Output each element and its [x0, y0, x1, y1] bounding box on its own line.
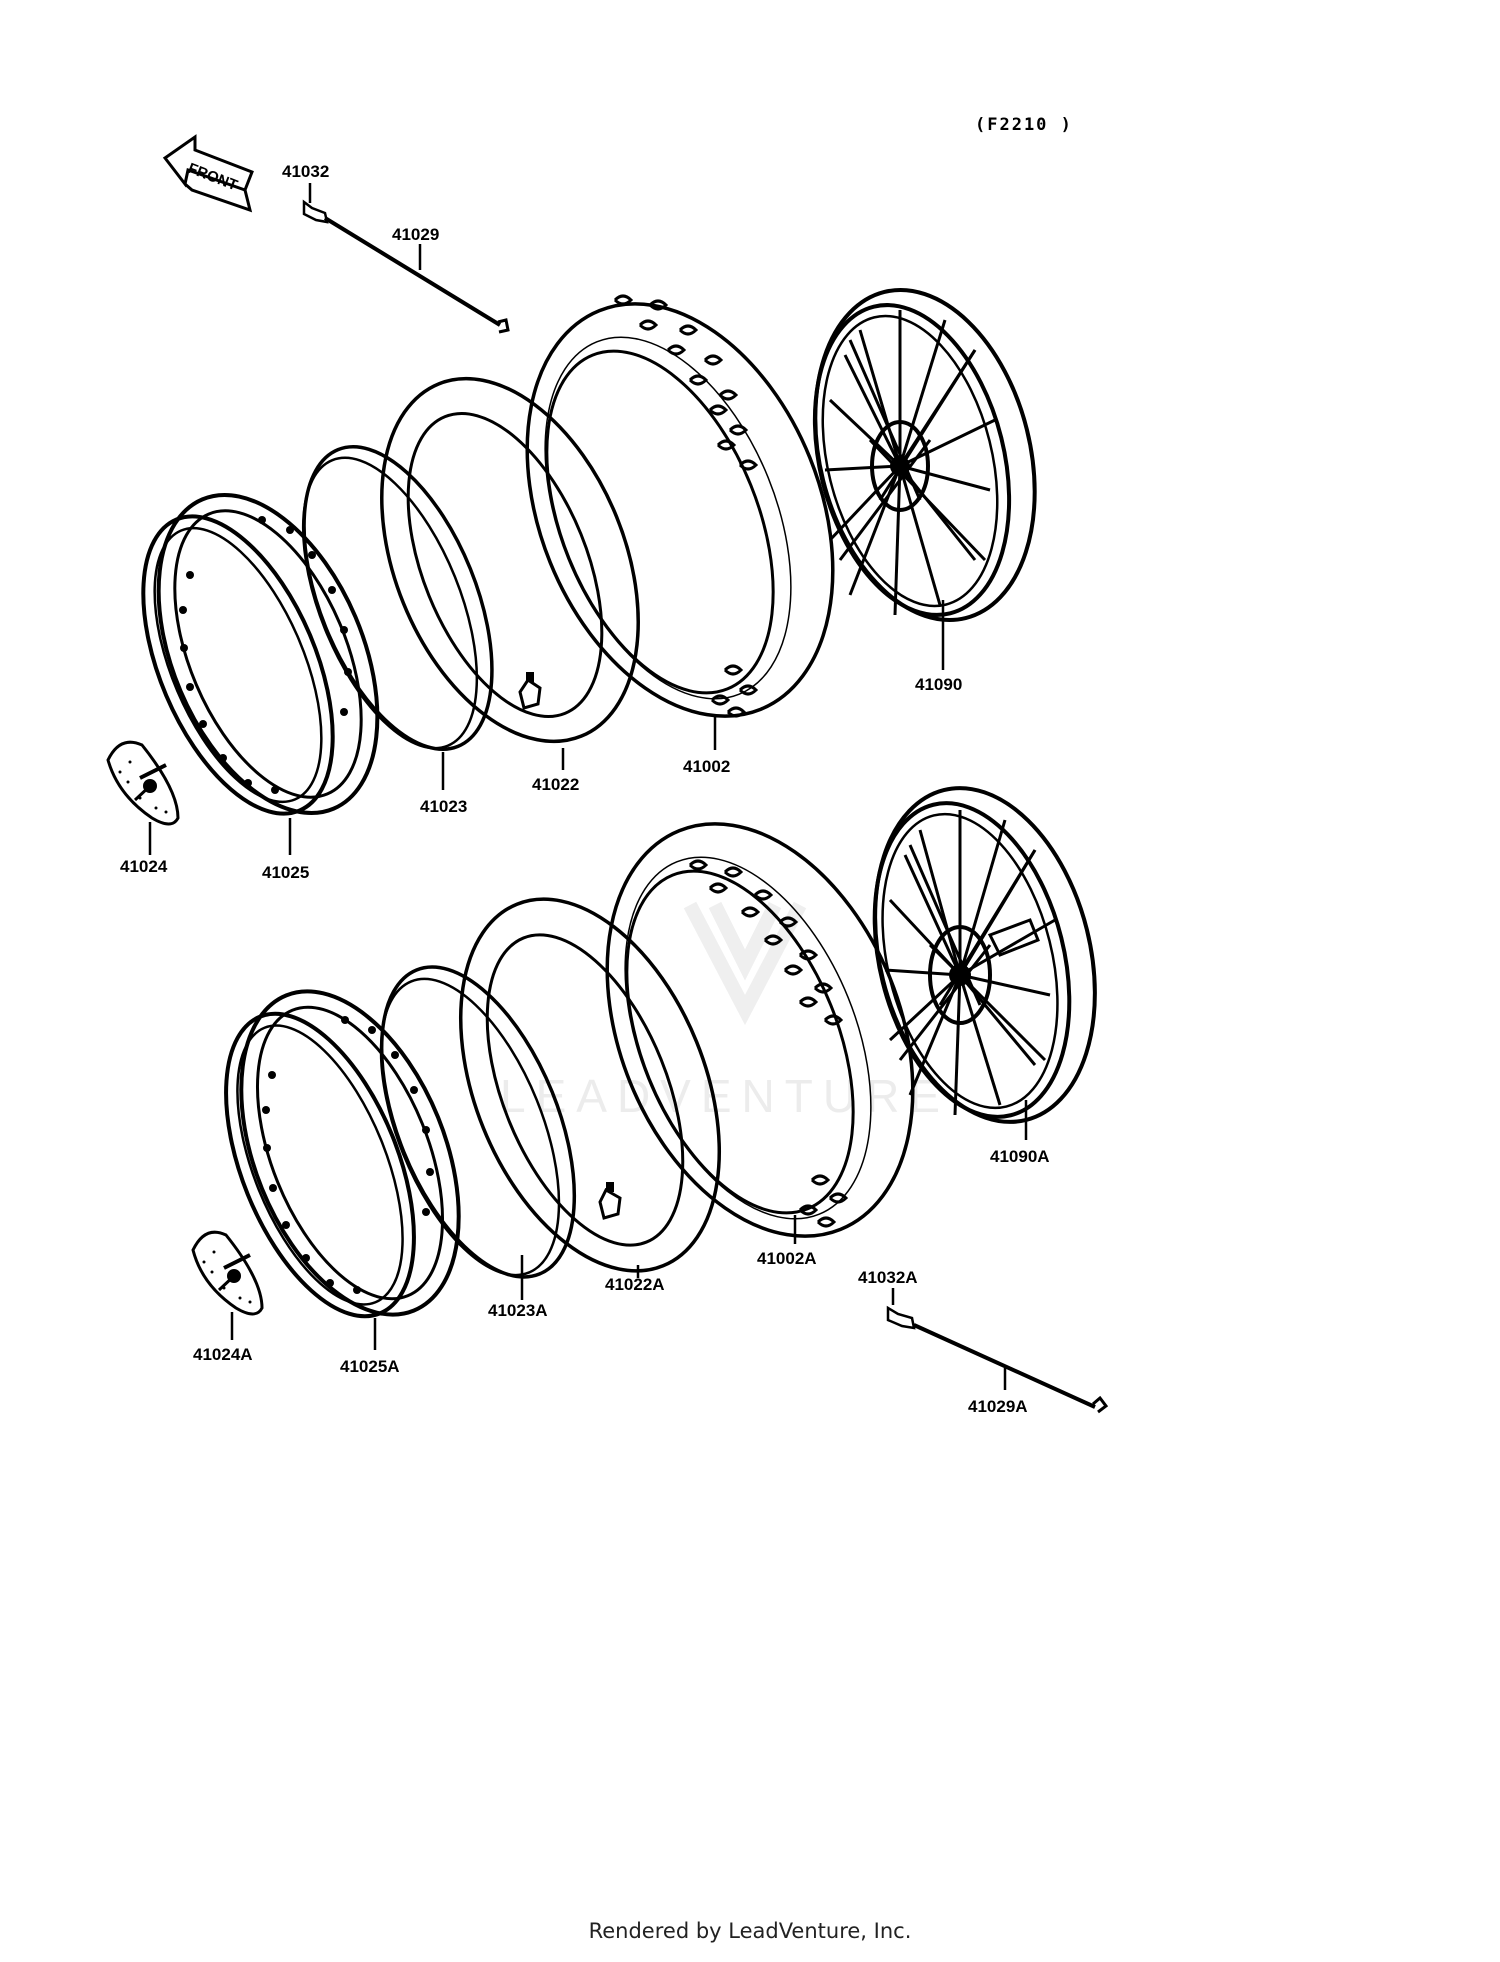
front-arrow-icon: FRONT — [162, 134, 254, 213]
callout-41023A: 41023A — [488, 1301, 548, 1320]
leaders-upper — [148, 183, 945, 855]
tire-41002 — [525, 294, 835, 718]
callout-41025: 41025 — [262, 863, 309, 882]
callout-41022A: 41022A — [605, 1275, 665, 1294]
callout-41029A: 41029A — [968, 1397, 1028, 1416]
callout-41032A: 41032A — [858, 1268, 918, 1287]
callout-41024: 41024 — [120, 857, 168, 876]
callout-41032: 41032 — [282, 162, 329, 181]
diagram-code: (F2210 ) — [975, 115, 1073, 135]
callout-41025A: 41025A — [340, 1357, 400, 1376]
rim-41025A — [224, 989, 461, 1319]
callout-41002: 41002 — [683, 757, 730, 776]
rim-tape-41023A — [379, 965, 577, 1279]
rim-band-41024 — [106, 740, 180, 826]
tube-41022 — [380, 376, 640, 744]
callout-41090: 41090 — [915, 675, 962, 694]
wheel-assembly-41090 — [812, 288, 1037, 622]
rim-tape-41023 — [301, 445, 494, 751]
callout-41090A: 41090A — [990, 1147, 1050, 1166]
watermark: LEADVENTURE — [500, 901, 950, 1122]
rim-41025 — [141, 492, 380, 816]
spoke-nipple-41032 — [302, 199, 329, 224]
rim-band-41024A — [191, 1230, 264, 1316]
tube-41022A — [459, 897, 721, 1273]
callout-41022: 41022 — [532, 775, 579, 794]
callout-41029: 41029 — [392, 225, 439, 244]
callout-41023: 41023 — [420, 797, 467, 816]
leaders-lower — [230, 1100, 1028, 1390]
spoke-nipple-41032A — [886, 1305, 916, 1330]
spoke-41029A — [913, 1323, 1109, 1414]
watermark-text: LEADVENTURE — [500, 1070, 950, 1122]
spoke-41029 — [323, 216, 510, 334]
callout-41024A: 41024A — [193, 1345, 253, 1364]
footer-text: Rendered by LeadVenture, Inc. — [589, 1919, 912, 1943]
callout-41002A: 41002A — [757, 1249, 817, 1268]
tire-41002A — [605, 822, 915, 1238]
wheel-assembly-41090A — [872, 786, 1097, 1124]
